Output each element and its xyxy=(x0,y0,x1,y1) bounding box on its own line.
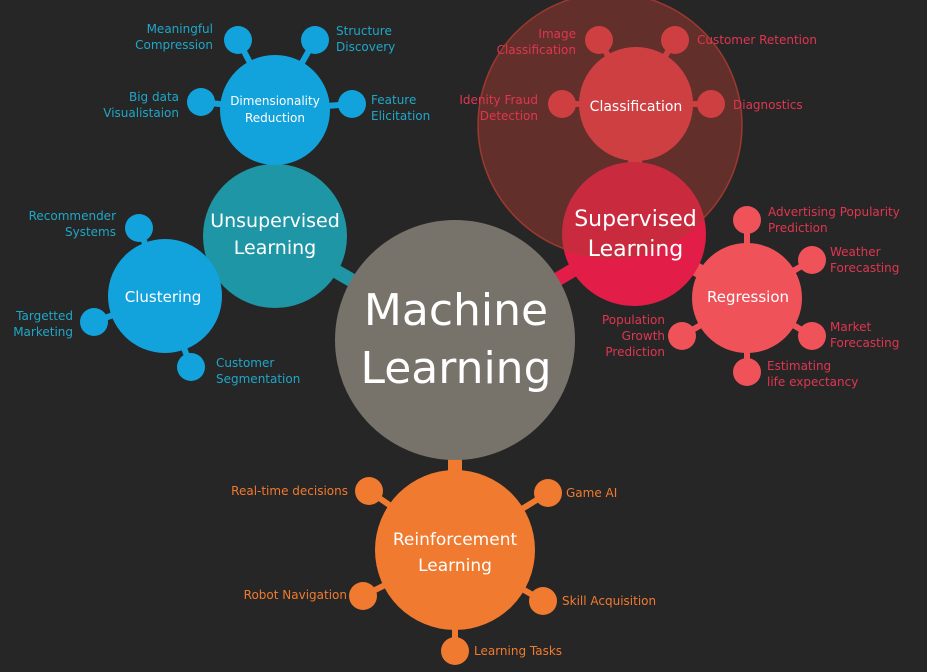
cls-leaf-dot-0 xyxy=(585,26,613,54)
leaf-market-forecasting: Market Forecasting xyxy=(830,320,900,350)
cls-leaf-dot-1 xyxy=(661,26,689,54)
reg-leaf-dot-1 xyxy=(798,246,826,274)
leaf-estimating-life-expectancy: Estimating life expectancy xyxy=(767,359,859,389)
center-circle xyxy=(335,220,575,460)
highlight-overlay xyxy=(477,0,743,258)
leaf-structure-discovery: Structure Discovery xyxy=(336,24,396,54)
leaf-advertising-popularity: Advertising Popularity Prediction xyxy=(768,205,900,235)
leaf-identity-fraud-detection: Idenity Fraud Detection xyxy=(459,93,538,123)
supervised-circle xyxy=(562,162,706,306)
leaf-targetted-marketing: Targetted Marketing xyxy=(13,309,73,339)
reg-leaf-dot-4 xyxy=(733,358,761,386)
rein-leaf-dot-3 xyxy=(529,587,557,615)
unsupervised-label: Unsupervised Learning xyxy=(210,210,340,259)
leaf-meaningful-compression: Meaningful Compression xyxy=(135,22,213,52)
dim-leaf-dot-2 xyxy=(187,88,215,116)
supervised-label: Supervised Learning xyxy=(574,207,697,262)
node-circles xyxy=(108,47,802,630)
leaf-feature-elicitation: Feature Elicitation xyxy=(371,93,431,123)
dim-leaf-dot-1 xyxy=(301,26,329,54)
dim-leaf-dot-3 xyxy=(338,90,366,118)
leaf-robot-navigation: Robot Navigation xyxy=(243,588,347,602)
leaf-weather-forecasting: Weather Forecasting xyxy=(830,245,900,275)
dimensionality-circle xyxy=(220,55,330,165)
clus-leaf-dot-1 xyxy=(80,308,108,336)
leaf-diagnostics: Diagnostics xyxy=(733,98,803,112)
regression-circle xyxy=(692,243,802,353)
classification-label: Classification xyxy=(589,99,683,115)
clustering-circle xyxy=(108,239,222,353)
dimensionality-label: Dimensionality Reduction xyxy=(230,94,320,125)
dim-leaf-dot-0 xyxy=(224,26,252,54)
reg-leaf-dot-2 xyxy=(668,322,696,350)
classification-circle xyxy=(579,47,693,161)
leaf-game-ai: Game AI xyxy=(566,486,618,500)
leaf-recommender-systems: Recommender Systems xyxy=(28,209,116,239)
leaf-customer-segmentation: Customer Segmentation xyxy=(216,356,301,386)
unsupervised-circle xyxy=(203,164,347,308)
leaf-customer-retention: Customer Retention xyxy=(697,33,817,47)
highlight-circle xyxy=(477,0,743,258)
leaf-population-growth: Population Growth Prediction xyxy=(601,313,665,359)
cls-leaf-dot-2 xyxy=(548,90,576,118)
regression-label: Regression xyxy=(706,288,790,306)
rein-leaf-dot-0 xyxy=(355,477,383,505)
rein-leaf-dot-4 xyxy=(441,637,469,665)
reg-leaf-dot-0 xyxy=(733,206,761,234)
clustering-label: Clustering xyxy=(124,288,202,306)
center-label: Machine Learning xyxy=(360,285,552,394)
leaf-skill-acquisition: Skill Acquisition xyxy=(562,594,657,608)
leaf-real-time-decisions: Real-time decisions xyxy=(231,484,348,498)
clus-leaf-dot-2 xyxy=(177,353,205,381)
leaf-dots xyxy=(80,26,826,665)
rein-leaf-dot-2 xyxy=(349,582,377,610)
leaf-big-data-visualisation: Big data Visualistaion xyxy=(103,90,179,120)
reinforcement-circle xyxy=(375,470,535,630)
leaf-image-classification: Image Classification xyxy=(496,27,576,57)
cls-leaf-dot-3 xyxy=(697,90,725,118)
reg-leaf-dot-3 xyxy=(798,322,826,350)
leaf-learning-tasks: Learning Tasks xyxy=(474,644,563,658)
clus-leaf-dot-0 xyxy=(125,214,153,242)
rein-leaf-dot-1 xyxy=(534,479,562,507)
reinforcement-label: Reinforcement Learning xyxy=(392,530,518,576)
